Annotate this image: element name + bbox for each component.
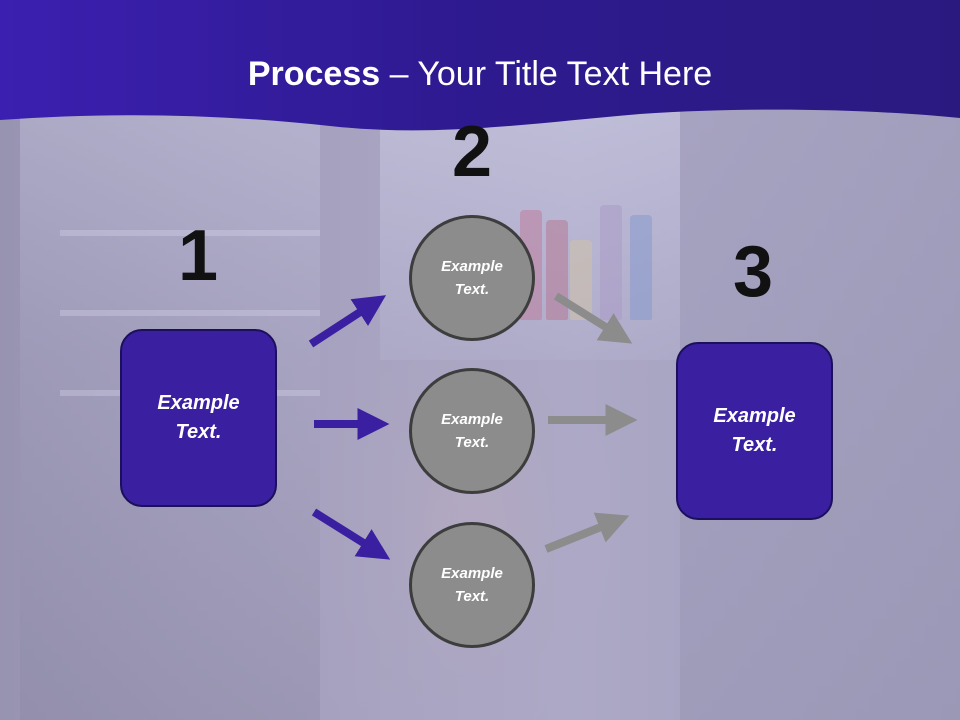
step-number-1: 1 [177,216,219,296]
step2-circle-bottom: Example Text. [409,522,535,648]
slide-title: Process – Your Title Text Here [0,54,960,94]
arrow-top-to-step3 [553,292,633,344]
title-rest-text: – Your Title Text Here [380,55,713,93]
step3-box-label: Example Text. [713,405,796,456]
arrow-step1-to-bottom [311,508,391,560]
step1-box: Example Text. [120,329,277,507]
arrow-bottom-to-step3 [544,512,630,553]
step-number-2: 2 [451,112,493,192]
step2-circle-bottom-label: Example Text. [441,565,503,605]
step3-box: Example Text. [676,342,833,520]
title-bold-text: Process [247,55,381,93]
step2-circle-middle-label: Example Text. [441,411,503,451]
arrow-step1-to-top [308,295,387,348]
step2-circle-top: Example Text. [409,215,535,341]
step2-circle-top-label: Example Text. [441,258,503,298]
step-number-3: 3 [732,232,774,312]
step2-circle-middle: Example Text. [409,368,535,494]
step1-box-label: Example Text. [157,392,240,443]
header-banner [0,0,960,131]
